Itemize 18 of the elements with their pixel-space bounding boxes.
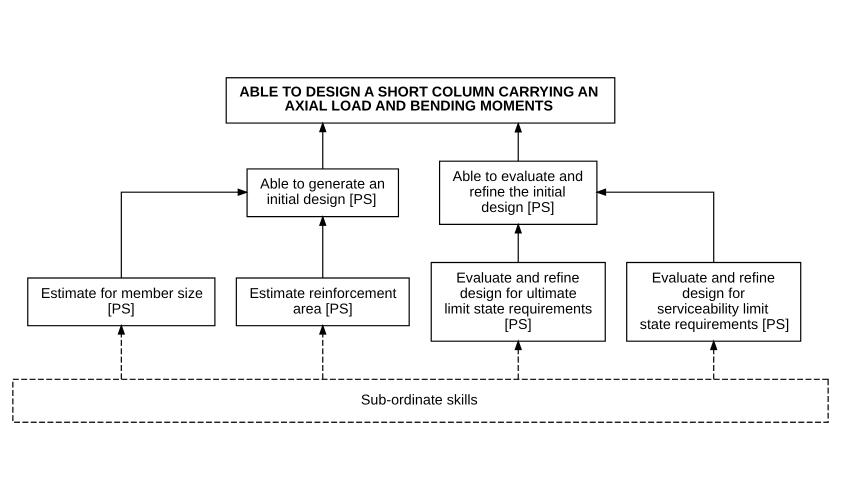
arrow <box>118 323 126 379</box>
arrow <box>514 222 522 262</box>
node-box: Estimate for member size [PS] <box>27 276 216 326</box>
arrow <box>319 214 327 278</box>
node-box: Able to evaluate and refine the initial design [PS] <box>438 160 598 224</box>
arrow <box>710 338 718 379</box>
node-box: Sub-ordinate skills <box>12 378 829 422</box>
node-box: Evaluate and refine design for ultimate limit state requirements [PS] <box>430 261 606 342</box>
node-box: Estimate reinforcement area [PS] <box>236 276 410 326</box>
arrow <box>319 323 327 379</box>
arrow <box>595 188 714 262</box>
arrow <box>319 120 327 168</box>
arrow <box>514 121 522 160</box>
node-box: Evaluate and refine design for serviceability limit state requirements [PS] <box>626 261 802 342</box>
node-box: Able to generate an initial design [PS] <box>246 168 400 217</box>
arrow <box>514 338 522 379</box>
arrow <box>120 188 248 277</box>
node-box: ABLE TO DESIGN A SHORT COLUMN CARRYING AN AXIAL LOAD AND BENDING MOMENTS <box>226 76 616 124</box>
